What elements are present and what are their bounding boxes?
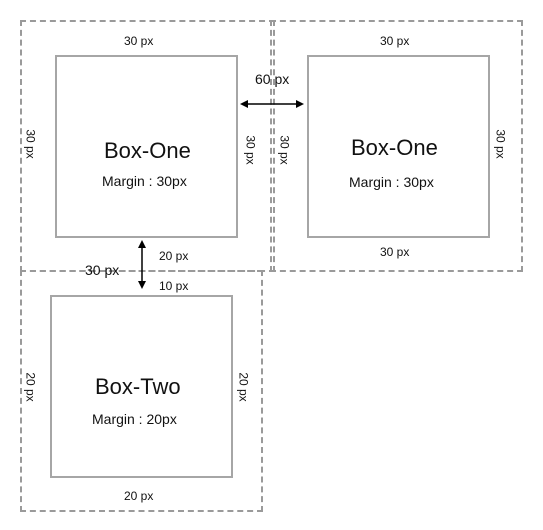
horizontal-gap-arrow [240,100,304,108]
vertical-gap-arrow [138,240,146,289]
box-one-left-title: Box-One [104,138,191,163]
box-one-right-title: Box-One [351,135,438,160]
box-one-right-margin-area [270,20,523,272]
box-one-right-margin-text: Margin : 30px [349,174,434,190]
box-one-right-top-label: 30 px [380,34,410,48]
box-two [50,295,233,478]
box-two-margin-text: Margin : 20px [92,411,177,427]
box-one-left-top-label: 30 px [124,34,154,48]
box-one-left [55,55,238,238]
box-one-right-bottom-label: 30 px [380,245,410,259]
box-one-right [307,55,490,238]
box-two-bottom-label: 20 px [124,489,154,503]
box-one-left-bottom-label: 20 px [159,249,189,263]
box-two-top-label: 10 px [159,279,189,293]
box-one-left-margin-text: Margin : 30px [102,173,187,189]
vertical-gap-label: 30 px [85,262,120,278]
box-two-title: Box-Two [95,374,181,399]
horizontal-gap-label: 60 px [255,71,290,87]
